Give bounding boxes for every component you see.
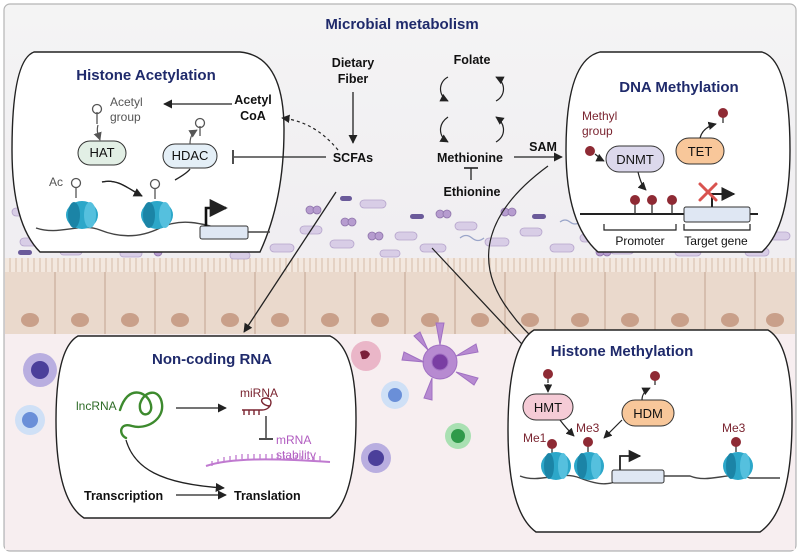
- histone-tss-arrow: [619, 449, 642, 470]
- nucleosome-a: [541, 452, 571, 480]
- cpg-methyl-marks: [630, 195, 677, 214]
- histone-gene-box: [611, 469, 665, 484]
- hdac-label: HDAC: [172, 148, 209, 163]
- dna-strand: [35, 221, 270, 237]
- acetyl-coa-label-1: Acetyl: [234, 93, 272, 107]
- promoter-label: Promoter: [615, 234, 664, 248]
- noncoding-rna-title: Non-coding RNA: [152, 351, 272, 368]
- nucleosome-2: [141, 201, 173, 229]
- acetyl-mark-icon: [70, 177, 82, 198]
- methyl-group-icon: [585, 146, 595, 156]
- scfas-label: SCFAs: [333, 151, 373, 165]
- ac-label: Ac: [49, 175, 63, 189]
- mirna-inhibits-mrna: [259, 416, 273, 440]
- transcription-label: Transcription: [84, 489, 163, 503]
- dna-methylation-title: DNA Methylation: [619, 79, 738, 96]
- mirna-hairpin: [242, 397, 272, 415]
- released-methyl-icon-2: [650, 371, 660, 385]
- scfas-to-acetyl-coa-arrow: [281, 114, 339, 151]
- nucleosome-c: [723, 452, 753, 480]
- released-acetyl-icon: [194, 117, 206, 136]
- noncoding-rna-panel: Non-coding RNA lncRNA miRNA mRNA stabili…: [55, 335, 357, 519]
- acetyl-group-label-2: group: [110, 110, 141, 124]
- dietary-fiber-label-2: Fiber: [338, 72, 369, 86]
- mirna-label: miRNA: [240, 386, 278, 400]
- folate-label: Folate: [454, 53, 491, 67]
- target-gene-bracket: [683, 224, 751, 231]
- mrna-strand: [205, 454, 331, 467]
- me1-label: Me1: [523, 431, 547, 445]
- dna-methylation-panel: DNA Methylation Methyl group DNMT TET: [565, 51, 791, 253]
- dietary-fiber-label-1: Dietary: [332, 56, 374, 70]
- methyl-group-label-2: group: [582, 124, 613, 138]
- folate-cycle-arrows: [439, 76, 505, 143]
- translation-label: Translation: [234, 489, 301, 503]
- epithelium: [5, 258, 795, 334]
- sam-label: SAM: [529, 140, 557, 154]
- hat-label: HAT: [89, 145, 114, 160]
- promoter-bracket: [603, 224, 677, 231]
- title: Microbial metabolism: [325, 16, 478, 33]
- dnmt-pill: [605, 145, 665, 173]
- nucleosome-1: [66, 201, 98, 229]
- ethionine-inhibits-methionine: [464, 167, 478, 180]
- mrna-stability-label-1: mRNA: [276, 433, 311, 447]
- me3-label-b: Me3: [722, 421, 746, 435]
- target-gene-box: [683, 206, 751, 223]
- methyl-donor-icon: [543, 369, 553, 383]
- methionine-label: Methionine: [437, 151, 503, 165]
- hmt-pill: [522, 393, 574, 421]
- lncrna-label: lncRNA: [76, 399, 117, 413]
- tss-arrow: [204, 198, 228, 226]
- target-gene-label: Target gene: [684, 234, 748, 248]
- hdm-pill: [621, 399, 675, 427]
- tet-label: TET: [688, 144, 713, 159]
- ethionine-label: Ethionine: [444, 185, 501, 199]
- histone-acetylation-panel: Histone Acetylation Acetyl group HAT HDA…: [11, 51, 285, 253]
- acetyl-group-icon: [91, 103, 103, 124]
- me3-label-a: Me3: [576, 421, 600, 435]
- hmt-label: HMT: [534, 400, 562, 415]
- nucleosome-b: [574, 452, 604, 480]
- acetyl-group-label-1: Acetyl: [110, 95, 143, 109]
- acetyl-coa-label-2: CoA: [240, 109, 266, 123]
- released-methyl-icon: [718, 108, 728, 123]
- hdm-label: HDM: [633, 406, 663, 421]
- sam-to-histone-methylation-arrow: [488, 165, 549, 347]
- scfas-to-ncrna-arrow: [243, 191, 337, 333]
- hat-pill: [77, 140, 127, 166]
- histone-methylation-title: Histone Methylation: [551, 343, 694, 360]
- scfas-inhibits-hdac: [232, 150, 326, 164]
- dendritic-cell: [401, 322, 479, 401]
- lncrna-strand: [118, 391, 164, 440]
- dnmt-label: DNMT: [616, 152, 654, 167]
- histone-methylation-panel: Histone Methylation HMT HDM Me1 Me3 Me3: [507, 329, 793, 533]
- acetyl-mark-icon-2: [149, 178, 161, 199]
- gene-box: [199, 225, 249, 240]
- histone-acetylation-title: Histone Acetylation: [76, 67, 215, 84]
- lncrna-to-translation-arrow: [125, 439, 225, 493]
- methyl-group-label-1: Methyl: [582, 109, 617, 123]
- blocked-x-icon: [698, 182, 718, 202]
